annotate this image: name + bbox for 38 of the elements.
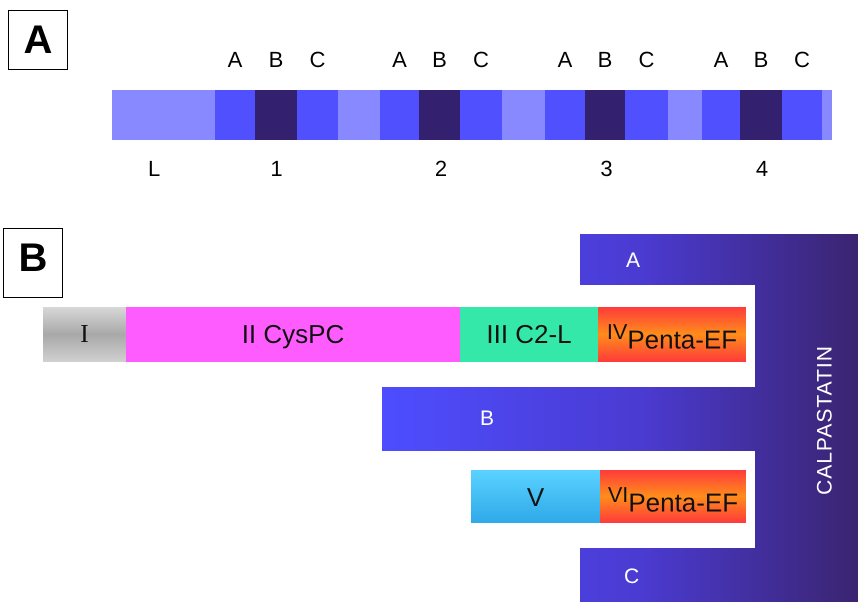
domain-number: 4 [754,158,770,180]
subdomain-letter: C [472,49,490,71]
protein-domain [600,470,746,523]
segment-label: L [148,158,160,180]
subdomain-letter: C [308,49,326,71]
subdomain-letter: B [431,49,448,71]
protein-domain [460,307,598,362]
region-letter: A [626,250,640,271]
panel-letter: B [18,238,48,278]
domain-label: II CysPC [240,321,346,347]
region-letter: C [624,566,640,587]
protein-name: CALPASTATIN [814,345,836,495]
subdomain-letter: A [556,49,574,71]
domain-label: III C2-L [485,321,573,347]
subdomain-letter: B [752,49,770,71]
protein-domain [471,470,600,523]
panel-label-box [8,10,68,70]
domain-number: 1 [269,158,284,180]
subdomain-letter: C [793,49,811,71]
subdomain-letter: B [596,49,614,71]
domain-label: I [79,321,90,347]
subdomain-letter: A [226,49,244,71]
domain-number: 2 [434,158,448,180]
region-letter: B [480,408,494,429]
subdomain-letter: A [712,49,730,71]
calpastatin-shape [382,234,858,602]
domain-number: 3 [599,158,614,180]
panel-letter: A [22,20,54,60]
protein-domain [598,307,746,362]
subdomain-letter: B [268,49,284,71]
protein-domain [43,307,126,362]
domain-label: V [526,484,546,510]
panel-label-box [3,228,63,298]
domain-label: $^{VI}$Penta-EF [606,484,740,516]
subdomain-letter: C [638,49,656,71]
protein-domain [126,307,460,362]
domain-label: $^{IV}$Penta-EF [606,321,738,353]
subdomain-letter: A [391,49,408,71]
